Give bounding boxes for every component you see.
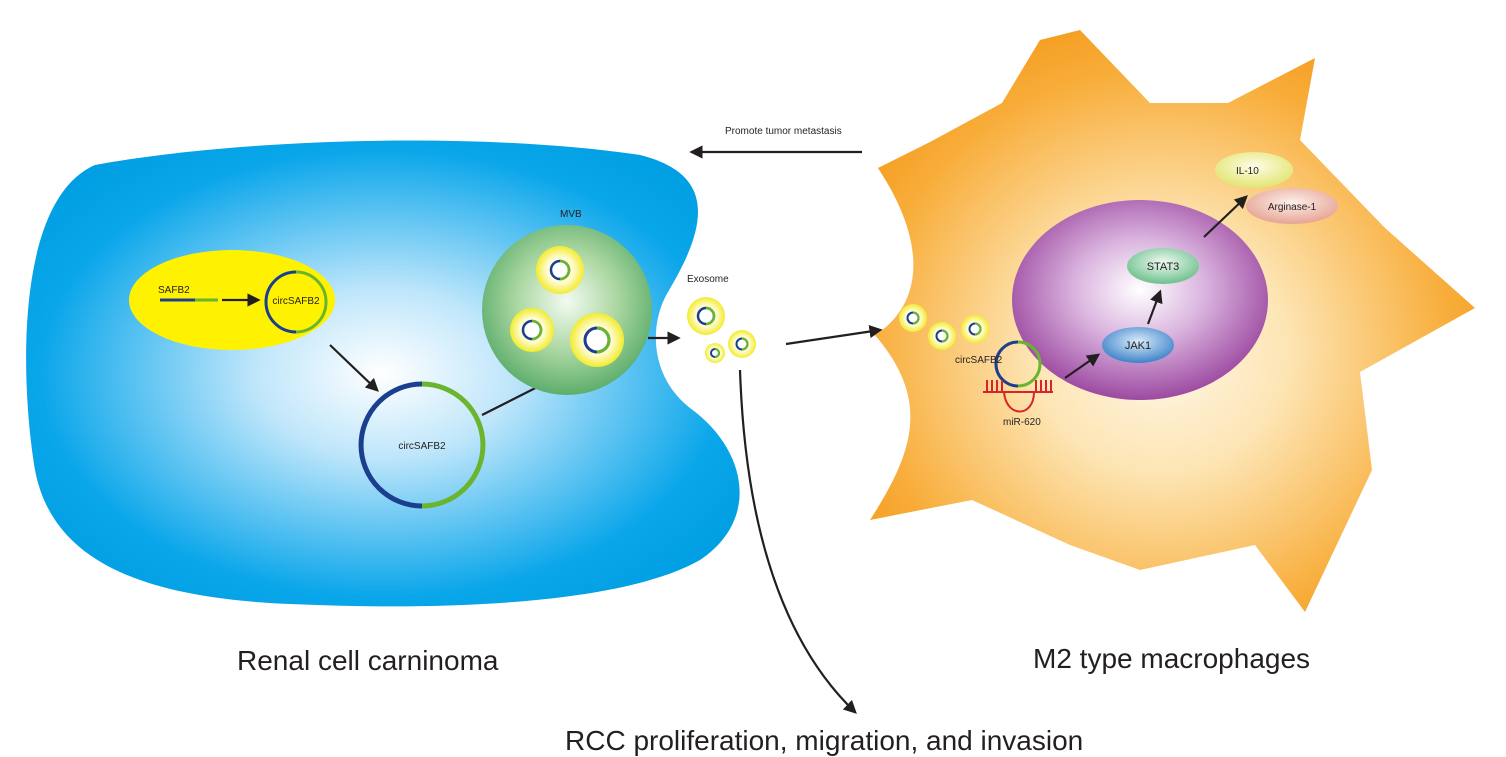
il10-node	[1215, 152, 1293, 188]
il10-label: IL-10	[1236, 166, 1259, 177]
m2-caption: M2 type macrophages	[1033, 643, 1310, 674]
arginase1-label: Arginase-1	[1268, 202, 1317, 213]
jak1-node	[1102, 327, 1174, 363]
arrow-stat3-to-cytokines	[1203, 195, 1248, 238]
mvb-label: MVB	[560, 209, 582, 220]
circ-big-dark	[358, 381, 423, 509]
macrophage-nucleus	[1012, 200, 1268, 400]
arrow-mir-to-jak1	[1064, 353, 1101, 379]
stat3-label: STAT3	[1147, 261, 1180, 273]
circ-big-label: circSAFB2	[398, 441, 446, 452]
renal-cell-caption: Renal cell carninoma	[237, 645, 499, 676]
arginase1-node	[1246, 188, 1338, 224]
exosome-2	[728, 330, 756, 358]
mvb-vesicle-top	[536, 246, 584, 294]
arrow-nucleus-to-cytoplasm	[329, 344, 379, 392]
mir620-strand	[983, 380, 1053, 413]
macro-exosome-3	[961, 315, 989, 343]
circ-small-label: circSAFB2	[272, 296, 320, 307]
circ-macro-label: circSAFB2	[955, 355, 1003, 366]
mir620-label: miR-620	[1003, 417, 1041, 428]
exosome-label: Exosome	[687, 274, 729, 285]
mvb-vesicle-left	[510, 308, 554, 352]
jak1-label: JAK1	[1125, 340, 1151, 352]
circ-macro-green	[1017, 340, 1042, 388]
renal-cell-body	[26, 140, 740, 607]
circ-macro-dark	[994, 340, 1019, 388]
stat3-node	[1127, 248, 1199, 284]
safb2-label: SAFB2	[158, 285, 190, 296]
exosome-3	[705, 343, 725, 363]
macro-exosome-1	[899, 304, 927, 332]
circ-big-green	[421, 381, 486, 509]
rcc-outcome-caption: RCC proliferation, migration, and invasi…	[565, 725, 1083, 756]
arrow-exosome-to-macrophage	[785, 325, 883, 346]
circ-small-dark	[264, 270, 297, 334]
promote-label: Promote tumor metastasis	[725, 126, 842, 137]
exosome-1	[687, 297, 725, 335]
circ-small-green	[295, 270, 328, 334]
mvb-vesicle-right	[570, 313, 624, 367]
macro-exosome-2	[928, 322, 956, 350]
arrow-exosome-to-rcc-outcome	[738, 369, 857, 714]
arrow-jak1-to-stat3	[1146, 289, 1163, 325]
